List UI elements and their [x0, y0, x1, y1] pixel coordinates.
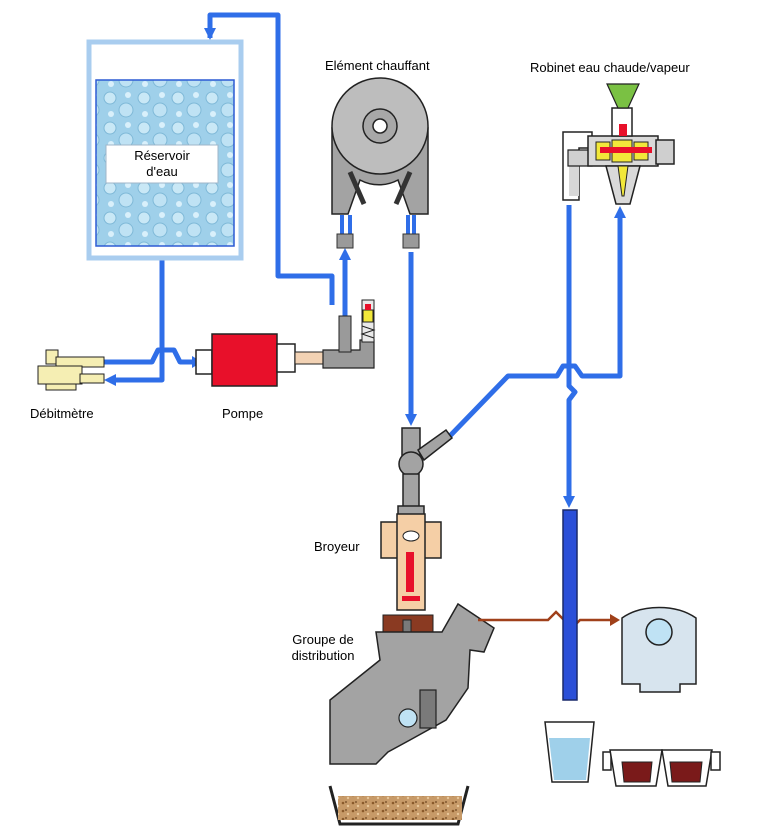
heater-label: Elément chauffant: [325, 58, 430, 73]
water-glass: [544, 721, 595, 783]
water-reservoir: [86, 39, 244, 261]
brew-group-label: Groupe de distribution: [291, 632, 355, 663]
reservoir-label: Réservoir d'eau: [134, 148, 190, 179]
pipe-return-loop: [207, 12, 335, 305]
heater-stubs: [336, 215, 420, 249]
coffee-spout: [621, 606, 697, 693]
flowmeter: [37, 349, 105, 391]
heating-element: [331, 77, 429, 215]
tap-label: Robinet eau chaude/vapeur: [530, 60, 690, 75]
pump: [195, 333, 324, 387]
brew-valve: [397, 427, 454, 521]
grinder: [380, 513, 442, 611]
grounds-container: [328, 785, 470, 826]
flowmeter-label: Débitmètre: [30, 406, 94, 421]
pump-label: Pompe: [222, 406, 264, 421]
brew-group: [329, 602, 495, 765]
pressure-valve: [322, 299, 376, 369]
hot-water-tube: [562, 509, 578, 701]
coffee-cups: [602, 749, 721, 787]
hot-water-steam-tap: [562, 83, 675, 205]
pipe-reservoir-outlet: [110, 258, 165, 383]
grinder-label: Broyeur: [314, 539, 360, 554]
coffee-pipe: [478, 610, 620, 630]
pipe-tap-down: [566, 205, 578, 500]
pipe-to-tap: [444, 212, 623, 442]
pipe-flowmeter-pump: [104, 347, 196, 365]
